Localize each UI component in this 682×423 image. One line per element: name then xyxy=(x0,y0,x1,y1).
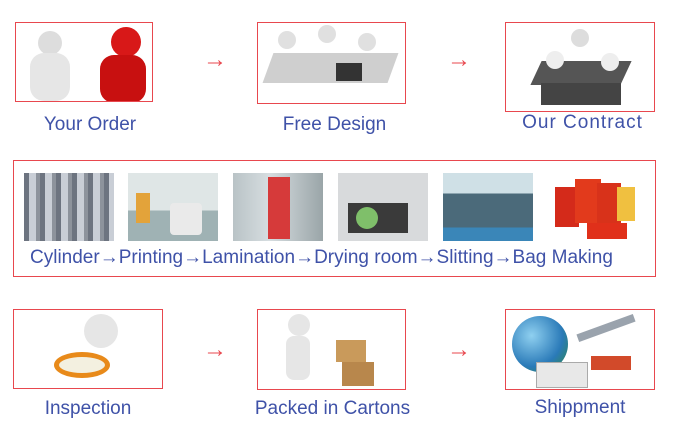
free-design-image xyxy=(257,22,406,104)
photo-bag-making xyxy=(547,173,637,241)
figure-icon xyxy=(571,29,589,47)
figure-icon xyxy=(288,314,310,336)
step-label-our-contract: Our Contract xyxy=(522,112,643,133)
red-figure-icon xyxy=(111,27,141,57)
figure-icon xyxy=(601,53,619,71)
desk-front xyxy=(541,83,621,105)
white-figure-icon xyxy=(38,31,62,55)
figure-icon xyxy=(278,31,296,49)
photo-cylinder xyxy=(24,173,114,241)
white-figure-body xyxy=(30,53,70,101)
your-order-image xyxy=(15,22,153,102)
photo-slitting xyxy=(443,173,533,241)
our-contract-image xyxy=(505,22,655,112)
desk xyxy=(262,53,399,83)
step-label-shippment: Shippment xyxy=(534,397,626,418)
arrow-icon: → xyxy=(203,46,227,73)
figure-icon xyxy=(318,25,336,43)
figure-icon xyxy=(546,51,564,69)
inspection-image xyxy=(13,309,163,389)
process-flow-text: Cylinder→Printing→Lamination→Drying room… xyxy=(30,247,613,268)
production-process-panel: Cylinder→Printing→Lamination→Drying room… xyxy=(13,160,656,277)
truck-icon xyxy=(536,362,588,388)
photo-lamination xyxy=(233,173,323,241)
arrow-icon: → xyxy=(203,336,227,363)
container-icon xyxy=(591,356,631,370)
step-label-packed-in-cartons: Packed in Cartons xyxy=(254,398,411,419)
red-figure-body xyxy=(100,55,146,101)
shippment-image xyxy=(505,309,655,390)
figure-body xyxy=(286,336,310,380)
photo-drying-room xyxy=(338,173,428,241)
step-label-your-order: Your Order xyxy=(43,114,137,135)
figure-icon xyxy=(358,33,376,51)
carton-icon xyxy=(342,362,374,386)
step-label-free-design: Free Design xyxy=(282,114,387,135)
carton-icon xyxy=(336,340,366,362)
arrow-icon: → xyxy=(447,46,471,73)
airplane-icon xyxy=(576,313,636,343)
figure-icon xyxy=(84,314,118,348)
magnifier-icon xyxy=(54,352,110,378)
packed-in-cartons-image xyxy=(257,309,406,390)
arrow-icon: → xyxy=(447,336,471,363)
laptop-icon xyxy=(336,63,362,81)
step-label-inspection: Inspection xyxy=(44,398,132,419)
photo-printing xyxy=(128,173,218,241)
